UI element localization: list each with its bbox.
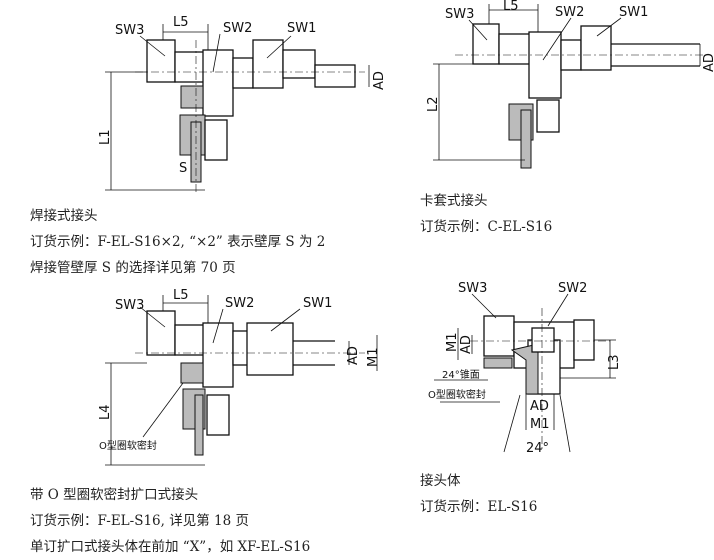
caption-order-example: 订货示例：EL-S16	[420, 499, 538, 515]
caption-order-example: 订货示例：C-EL-S16	[420, 219, 553, 235]
caption-body: 接头体 订货示例：EL-S16	[420, 468, 537, 520]
label-l5: L5	[173, 288, 189, 303]
label-angle: 24°	[526, 441, 549, 456]
caption-order-example: 订货示例：F-EL-S16, 详见第 18 页	[30, 513, 249, 529]
label-l2: L2	[426, 96, 441, 112]
caption-welded: 焊接式接头 订货示例：F-EL-S16×2, “×2” 表示壁厚 S 为 2 焊…	[30, 203, 325, 281]
welded-fitting-drawing: SW3 L5 SW2 SW1 AD L1 S	[98, 15, 387, 195]
label-sw2: SW2	[223, 21, 252, 36]
label-s: S	[179, 161, 187, 176]
caption-title: 焊接式接头	[30, 208, 98, 224]
label-m1: M1	[366, 348, 381, 368]
caption-note: 单订扩口式接头体在前加 “X”，如 XF-EL-S16	[30, 539, 311, 555]
label-sw3: SW3	[115, 23, 144, 38]
label-l5: L5	[503, 0, 519, 14]
label-ad: AD	[702, 53, 714, 72]
label-l4: L4	[98, 404, 113, 420]
label-ad: AD	[372, 71, 387, 90]
label-l3: L3	[607, 354, 622, 370]
label-sw3: SW3	[445, 7, 474, 22]
label-sw1: SW1	[303, 296, 332, 311]
label-sw3: SW3	[115, 298, 144, 313]
label-l5: L5	[173, 15, 189, 30]
label-ad: AD	[346, 346, 361, 365]
label-m1-bottom: M1	[530, 417, 550, 432]
caption-note: 焊接管壁厚 S 的选择详见第 70 页	[30, 260, 236, 276]
label-ad: AD	[459, 335, 474, 354]
label-sw2: SW2	[558, 281, 587, 296]
label-m1: M1	[445, 333, 460, 353]
caption-title: 接头体	[420, 473, 461, 489]
label-sw1: SW1	[619, 5, 648, 20]
label-sw1: SW1	[287, 21, 316, 36]
label-oring: O型圈软密封	[428, 388, 486, 401]
flared-fitting-drawing: SW3 L5 SW2 SW1 AD M1 L4 O型圈软密封	[98, 288, 381, 466]
label-cone: 24°锥面	[442, 369, 480, 381]
label-sw3: SW3	[458, 281, 487, 296]
caption-flared: 带 O 型圈软密封扩口式接头 订货示例：F-EL-S16, 详见第 18 页 单…	[30, 482, 310, 560]
label-ad-bottom: AD	[530, 399, 549, 414]
caption-title: 带 O 型圈软密封扩口式接头	[30, 487, 199, 503]
compression-fitting-drawing: SW3 L5 SW2 SW1 AD L2	[426, 0, 714, 169]
caption-compression: 卡套式接头 订货示例：C-EL-S16	[420, 188, 552, 240]
caption-order-example: 订货示例：F-EL-S16×2, “×2” 表示壁厚 S 为 2	[30, 234, 326, 250]
label-sw2: SW2	[225, 296, 254, 311]
fitting-body-drawing: SW3 SW2 M1 AD L3 24°锥面 O型圈软密封 AD M1 24°	[428, 281, 622, 456]
label-l1: L1	[98, 129, 113, 145]
caption-title: 卡套式接头	[420, 193, 488, 209]
label-oring: O型圈软密封	[99, 439, 157, 452]
label-sw2: SW2	[555, 5, 584, 20]
